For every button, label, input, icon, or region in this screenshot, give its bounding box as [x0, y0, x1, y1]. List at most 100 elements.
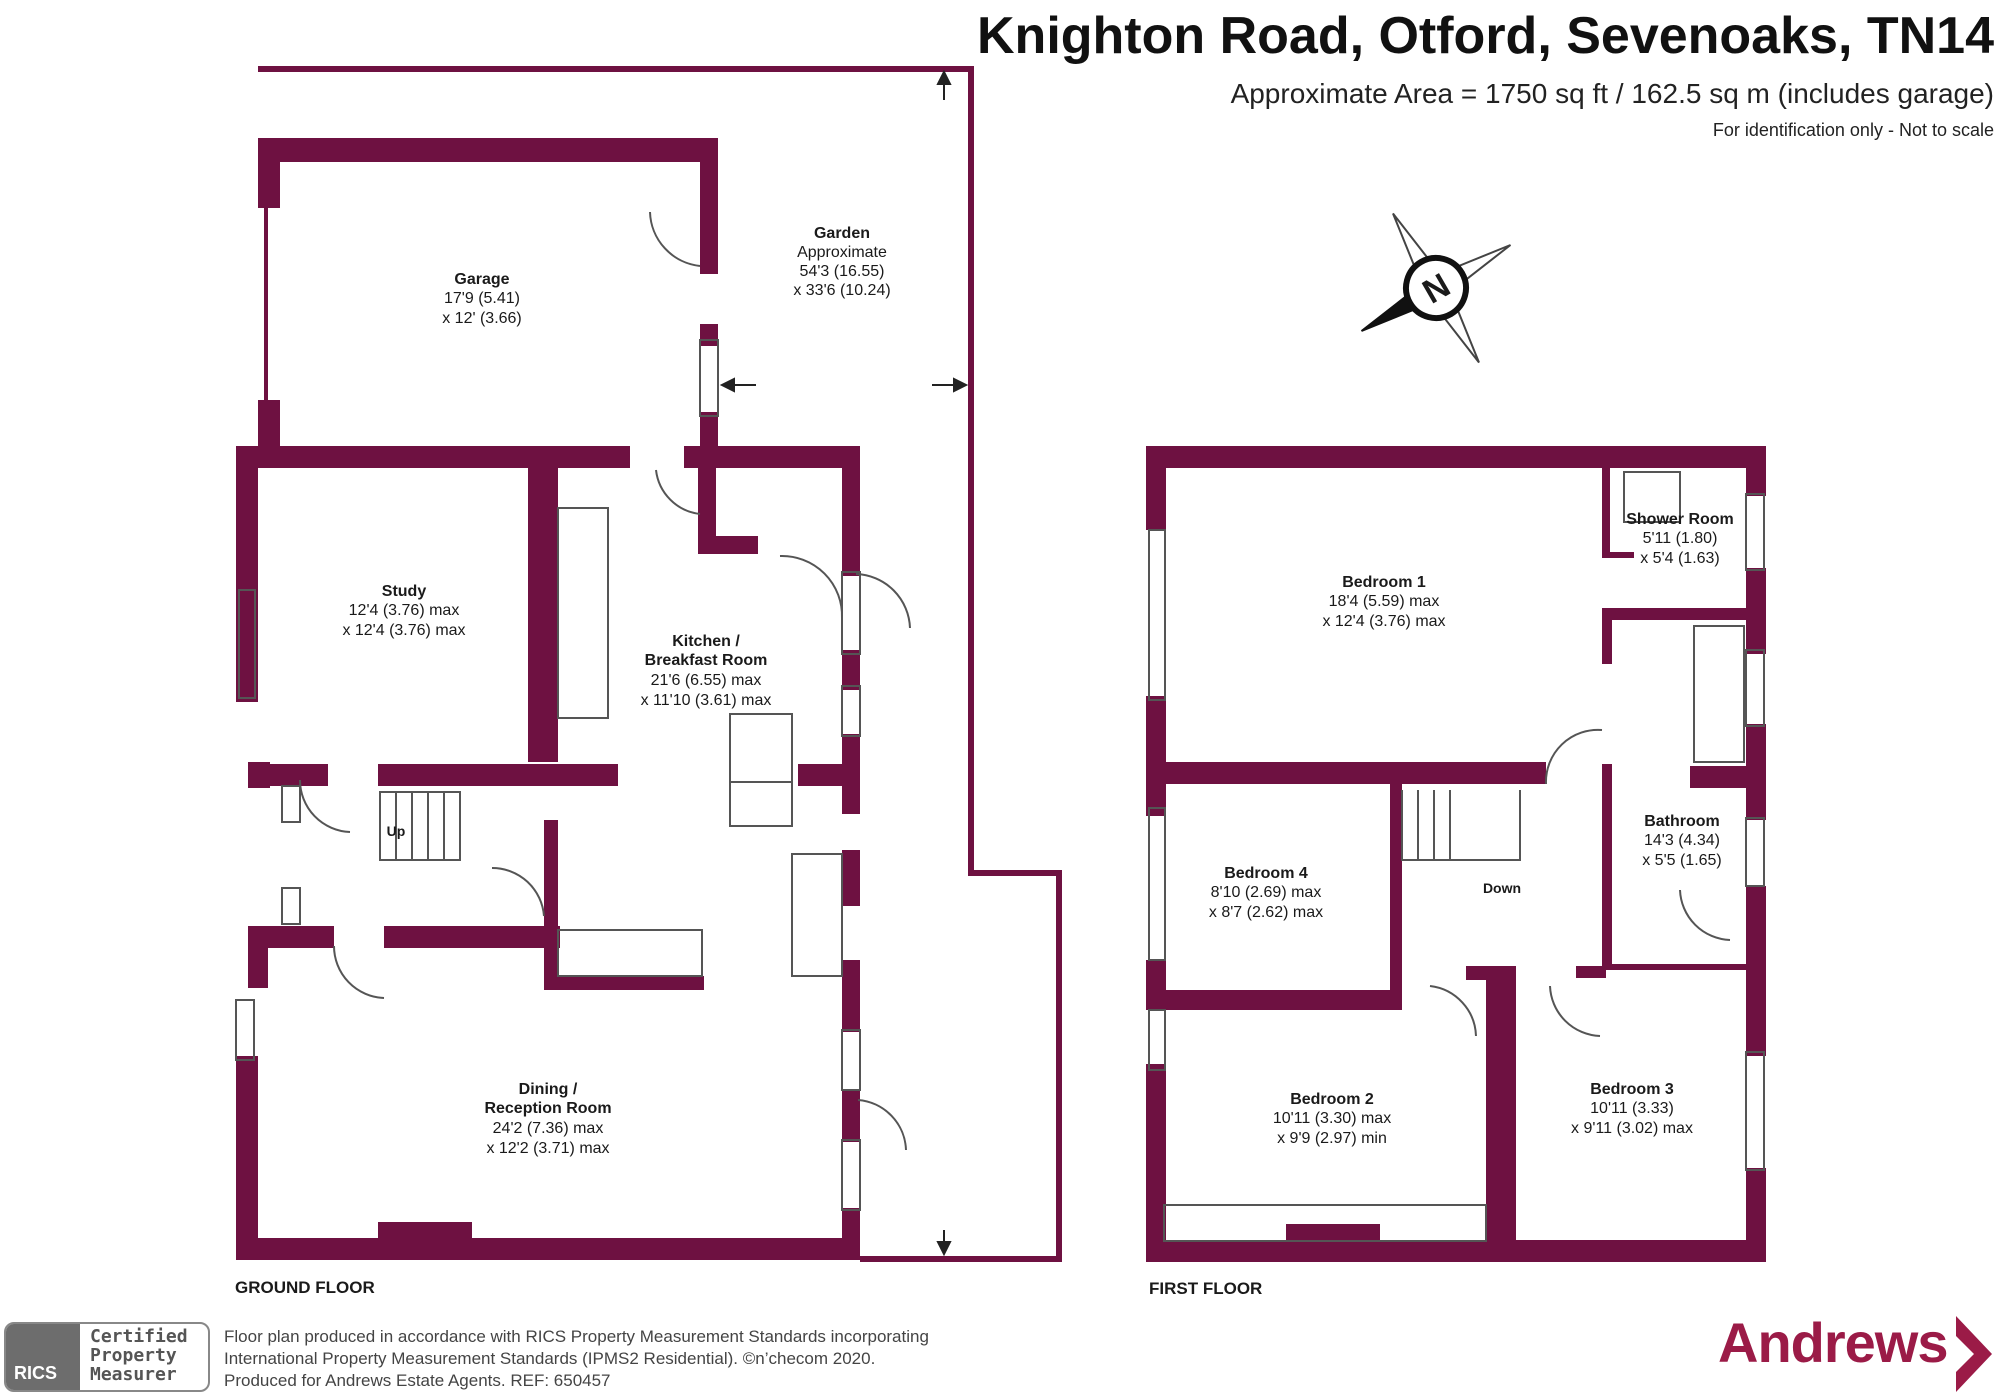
kitchen-name2: Breakfast Room [645, 652, 768, 669]
dining-back-door [857, 1099, 907, 1151]
garage-name: Garage [454, 271, 509, 288]
bedroom3-dim2: x 9'11 (3.02) max [1571, 1120, 1693, 1137]
bed1-door [1544, 728, 1603, 785]
garage-right-wall-b [700, 324, 718, 346]
bathroom-bottom-wall [1604, 964, 1750, 970]
bedroom3-dim1: 10'11 (3.33) [1590, 1100, 1674, 1117]
bed3-window [1745, 1051, 1765, 1171]
dining-door [333, 945, 385, 999]
gf-door-wc-b [779, 554, 844, 619]
gf-right-wall-e [842, 960, 860, 1032]
property-title: Knighton Road, Otford, Sevenoaks, TN14 [977, 7, 1994, 65]
study-dim2: x 12'4 (3.76) max [342, 622, 465, 639]
bath [1693, 625, 1745, 763]
bathroom-window-b [1745, 817, 1765, 887]
dining-name1: Dining / [519, 1081, 578, 1098]
study-bottom-wall-a [248, 764, 328, 786]
first-floor-label: FIRST FLOOR [1149, 1279, 1263, 1298]
bathroom-left-wall-b [1602, 764, 1612, 970]
bathroom-window [1745, 649, 1765, 727]
hall-window [281, 785, 301, 823]
garden-dim0: Approximate [797, 244, 887, 261]
andrews-chevron-icon [1956, 1316, 1992, 1392]
garden-boundary-bottom [860, 1256, 1062, 1262]
shower-dim2: x 5'4 (1.63) [1640, 550, 1720, 567]
kitchen-dim2: x 11'10 (3.61) max [641, 692, 772, 709]
ground-floor-label: GROUND FLOOR [235, 1278, 375, 1297]
footer-line3: Produced for Andrews Estate Agents. REF:… [224, 1371, 611, 1390]
gf-bottom-wall [236, 1238, 860, 1260]
first-stairs [1401, 790, 1521, 861]
ff-right-wall-a [1746, 446, 1766, 496]
bed2-window-bottom [1163, 1204, 1487, 1242]
rics-certification-text: Certified Property Measurer [90, 1327, 188, 1384]
garden-boundary-top [258, 66, 974, 72]
shower-tray [1623, 471, 1681, 523]
compass-icon: N [1360, 212, 1512, 364]
kitchen-window-b [841, 685, 861, 737]
bed4-right-wall [1390, 778, 1402, 998]
garage-window [699, 339, 719, 417]
approximate-area: Approximate Area = 1750 sq ft / 162.5 sq… [1230, 78, 1994, 109]
walls [236, 66, 1766, 1262]
shower-left-wall [1602, 456, 1610, 552]
study-name: Study [382, 583, 427, 600]
shower-bottom-wall-a [1602, 552, 1634, 558]
andrews-logo: Andrews [1718, 1311, 1948, 1374]
bedroom2-dim1: 10'11 (3.30) max [1273, 1110, 1391, 1127]
rics-logo: RICS [6, 1324, 80, 1390]
dining-window-right-b [841, 1139, 861, 1211]
study-door [299, 779, 351, 833]
ff-right-wall-e [1746, 1168, 1766, 1262]
rics-line2: Property [90, 1345, 177, 1366]
shower-dim1: 5'11 (1.80) [1643, 530, 1718, 547]
kitchen-pier [798, 764, 860, 786]
gf-right-wall-b [842, 650, 860, 690]
footer-line1: Floor plan produced in accordance with R… [224, 1327, 929, 1346]
wc-left-wall [698, 462, 716, 552]
kitchen-worktop-right-b [791, 853, 843, 977]
bed1-window [1148, 529, 1166, 701]
bedroom2-dim2: x 9'9 (2.97) min [1277, 1130, 1387, 1147]
garage-right-wall-c [700, 412, 718, 452]
shower-window [1745, 493, 1765, 571]
bedroom1-name: Bedroom 1 [1342, 574, 1426, 591]
first-floor-labels: Bedroom 1 18'4 (5.59) max x 12'4 (3.76) … [1209, 511, 1734, 1147]
hall-window-b [281, 887, 301, 925]
garden-boundary-right-lower [1056, 870, 1062, 1262]
garage-left-wall-a [258, 138, 280, 208]
bedroom1-dim1: 18'4 (5.59) max [1329, 593, 1440, 610]
garden-name: Garden [814, 225, 870, 242]
scale-note: For identification only - Not to scale [1712, 120, 1994, 140]
dining-window-left [235, 999, 255, 1061]
gf-right-wall-a [842, 446, 860, 576]
bathroom-pier [1690, 766, 1750, 788]
bathroom-name: Bathroom [1644, 813, 1720, 830]
gf-left-wall-d [236, 1056, 258, 1260]
rics-line1: Certified [90, 1326, 188, 1347]
ff-right-wall-c [1746, 724, 1766, 820]
garage-door-line [264, 205, 268, 403]
bed2-right-wall [1486, 978, 1506, 1262]
stairs-down-label: Down [1483, 880, 1521, 896]
gf-right-wall-d [842, 850, 860, 906]
garage-left-wall-b [258, 400, 280, 450]
ff-right-wall-d [1746, 886, 1766, 1056]
ground-floor-labels: Garage 17'9 (5.41) x 12' (3.66) Garden A… [342, 225, 890, 1157]
bed2-door [1429, 985, 1477, 1037]
garden-boundary-step [968, 870, 1062, 876]
kitchen-dim1: 21'6 (6.55) max [651, 672, 762, 689]
bedroom2-name: Bedroom 2 [1290, 1091, 1374, 1108]
windows-and-fixtures [235, 211, 1765, 1242]
rics-certified-badge: RICS Certified Property Measurer [4, 1322, 210, 1392]
dining-top-wall-b [384, 926, 560, 948]
bed2-window-left [1148, 1009, 1166, 1071]
gf-top-wall-b [684, 446, 860, 468]
gf-left-wall-a [236, 446, 258, 702]
shower-name: Shower Room [1626, 511, 1734, 528]
rics-line3: Measurer [90, 1364, 177, 1385]
ff-top-wall [1146, 446, 1766, 468]
garage-top-wall [258, 138, 718, 162]
study-right-wall [528, 462, 546, 762]
